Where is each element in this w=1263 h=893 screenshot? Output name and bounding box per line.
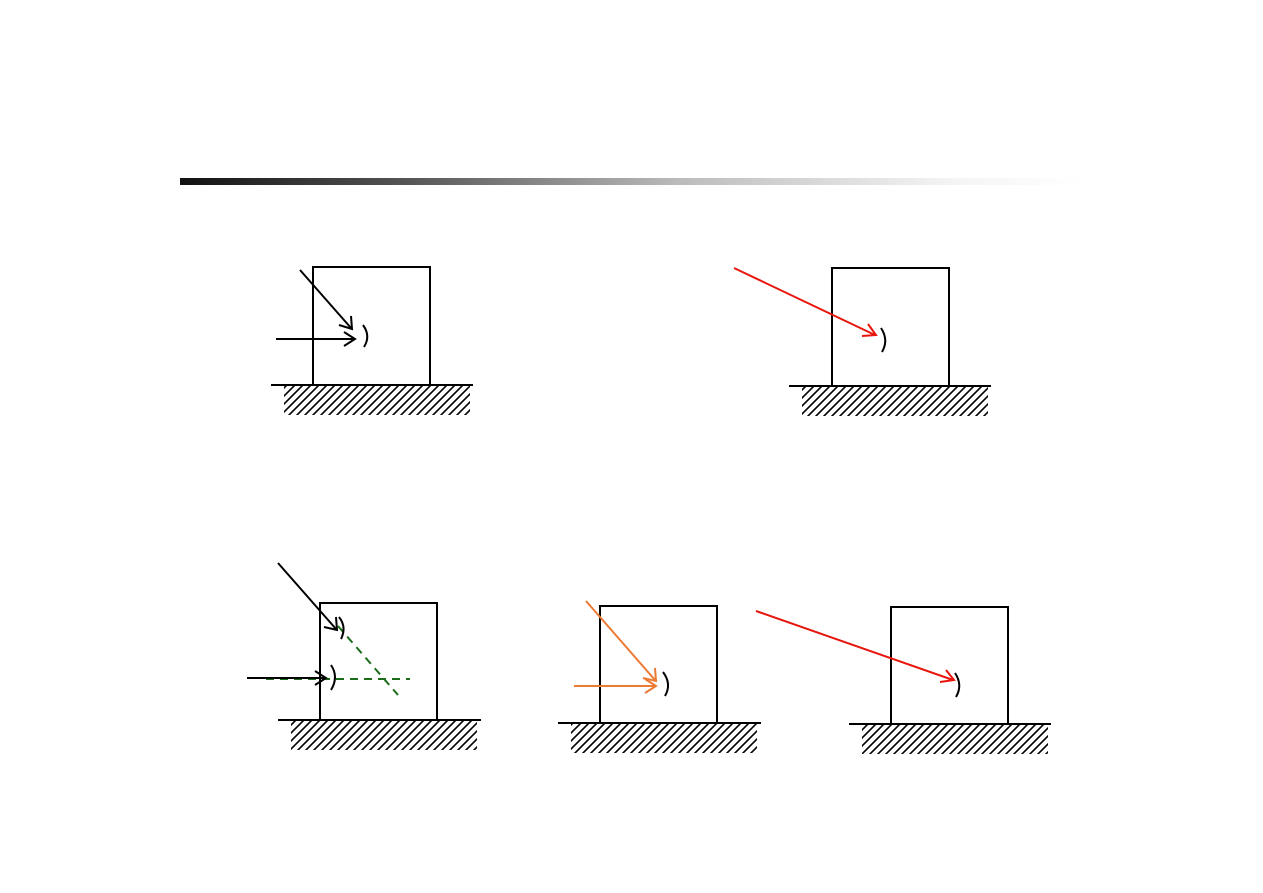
ground-hatch (291, 721, 477, 750)
inclined-force-arrowhead (642, 667, 658, 683)
angle-arc (330, 664, 336, 691)
resultant-force-arrow (755, 610, 954, 681)
angle-arc (338, 616, 345, 640)
inclined-force-arrowhead (338, 315, 354, 331)
ground-hatch (802, 387, 988, 416)
inclined-force-arrow (277, 562, 337, 630)
inclined-force-arrowhead (323, 616, 339, 632)
angle-arc (662, 671, 669, 697)
panel-orange-forces (558, 600, 761, 753)
block (599, 605, 718, 724)
angle-arc (954, 672, 961, 698)
dashed-construction-line (337, 625, 399, 696)
ground-hatch (862, 725, 1048, 754)
panel-red-resultant (755, 606, 1051, 754)
resultant-force-arrowhead (939, 669, 956, 683)
panel-resultant (733, 267, 991, 416)
ground-hatch (284, 386, 470, 415)
panel-two-forces (271, 266, 473, 415)
horizontal-force-arrowhead (644, 678, 658, 694)
panel-parallelogram (247, 562, 481, 750)
block (831, 267, 950, 387)
block (312, 266, 431, 386)
angle-arc (362, 324, 369, 348)
block (319, 602, 438, 721)
horizontal-force-arrowhead (343, 331, 357, 347)
title-gradient-rule (180, 178, 1085, 185)
ground-hatch (571, 724, 757, 753)
block (890, 606, 1009, 725)
inclined-force-arrow (585, 600, 656, 681)
resultant-force-arrowhead (861, 323, 878, 337)
inclined-force-arrow (299, 269, 352, 329)
horizontal-force-arrowhead (314, 670, 328, 686)
angle-arc (880, 327, 887, 353)
resultant-force-arrow (733, 267, 876, 336)
